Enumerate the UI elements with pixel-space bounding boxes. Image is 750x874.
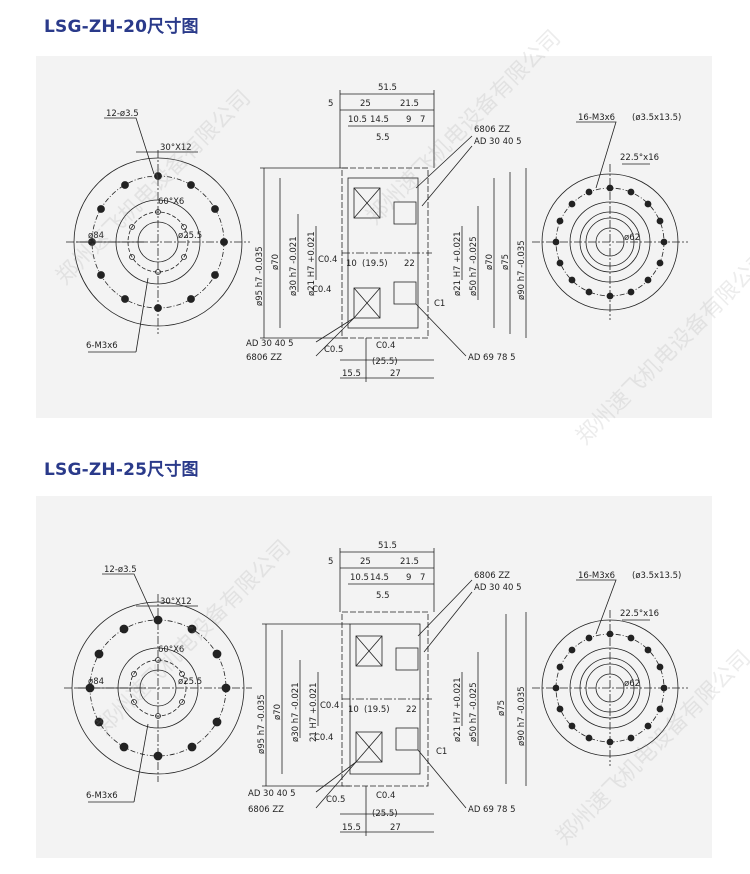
inner-c1: C1 [434, 299, 445, 309]
inner-19-5: (19.5) [362, 259, 388, 269]
dim-right-d75: ø75 [501, 254, 511, 270]
callout-6806zz-top: 6806 ZZ [474, 571, 510, 581]
inner-c04-a: C0.4 [320, 701, 339, 711]
callout-ad-30-40-5-top: AD 30 40 5 [474, 583, 522, 593]
callout-ad-69-78-5: AD 69 78 5 [468, 353, 516, 363]
dim-top-25: 25 [360, 99, 371, 109]
dim-bottom-15-5: 15.5 [342, 823, 361, 833]
inner-25-5: (25.5) [372, 809, 398, 819]
label-d255: ø25.5 [178, 231, 202, 241]
inner-c04-c: C0.4 [376, 791, 395, 801]
callout-ad-30-40-5-top: AD 30 40 5 [474, 137, 522, 147]
label-angle-22-5: 22.5°x16 [620, 609, 659, 619]
dim-top-10-5: 10.5 [348, 115, 367, 125]
inner-c04-c: C0.4 [376, 341, 395, 351]
label-angle-30: 30°X12 [160, 143, 192, 153]
dim-top-5-5: 5.5 [376, 133, 390, 143]
dim-left-d30: ø30 h7 -0.021 [289, 236, 299, 296]
section-title-1: LSG-ZH-20尺寸图 [44, 17, 199, 37]
dim-left-d21: 21 H7 +0.021 [309, 683, 319, 742]
dim-left-d30: ø30 h7 -0.021 [291, 682, 301, 742]
dim-right-d75: ø75 [497, 700, 507, 716]
inner-c05: C0.5 [324, 345, 343, 355]
dim-top-9: 9 [406, 115, 411, 125]
dim-right-d21: ø21 H7 +0.021 [453, 677, 463, 742]
inner-c04-a: C0.4 [318, 255, 337, 265]
dim-bottom-15-5: 15.5 [342, 369, 361, 379]
inner-19-5: (19.5) [364, 705, 390, 715]
callout-6806zz-top: 6806 ZZ [474, 125, 510, 135]
dim-right-d90: ø90 h7 -0.035 [517, 240, 527, 300]
dim-left-d95: ø95 h7 -0.035 [257, 694, 267, 754]
inner-10: 10 [348, 705, 359, 715]
label-holes-12: 12-ø3.5 [104, 565, 137, 575]
dim-bottom-27: 27 [390, 823, 401, 833]
inner-c1: C1 [436, 747, 447, 757]
label-holes-16: 16-M3x6 [578, 113, 615, 123]
dim-right-d90: ø90 h7 -0.035 [517, 686, 527, 746]
dim-right-d21: ø21 H7 +0.021 [453, 231, 463, 296]
dim-top-21-5: 21.5 [400, 557, 419, 567]
label-d255: ø25.5 [178, 677, 202, 687]
technical-drawing-2: 12-ø3.5 30°X12 60°X6 ø84 ø25.5 6-M3x6 51… [64, 541, 688, 836]
inner-22: 22 [404, 259, 415, 269]
dim-left-d70: ø70 [271, 254, 281, 270]
inner-25-5: (25.5) [372, 357, 398, 367]
dim-top-7: 7 [420, 115, 425, 125]
label-d84: ø84 [88, 677, 104, 687]
dim-top-51-5: 51.5 [378, 83, 397, 93]
dim-top-7: 7 [420, 573, 425, 583]
dim-top-21-5: 21.5 [400, 99, 419, 109]
technical-drawing-1: 12-ø3.5 30°X12 60°X6 ø84 ø25.5 6-M3x6 51… [66, 83, 688, 382]
callout-6806zz-bottom: 6806 ZZ [246, 353, 282, 363]
label-d62: ø62 [624, 679, 640, 689]
label-d62: ø62 [624, 233, 640, 243]
label-angle-22-5: 22.5°x16 [620, 153, 659, 163]
callout-ad-30-40-5-bottom: AD 30 40 5 [248, 789, 296, 799]
dim-top-25: 25 [360, 557, 371, 567]
label-depth: (ø3.5x13.5) [632, 113, 681, 123]
section-title-2: LSG-ZH-25尺寸图 [44, 460, 199, 480]
dim-left-d70: ø70 [273, 704, 283, 720]
dim-top-5: 5 [328, 557, 333, 567]
dim-right-d50: ø50 h7 -0.025 [469, 682, 479, 742]
label-angle-30: 30°X12 [160, 597, 192, 607]
dim-left-d95: ø95 h7 -0.035 [255, 246, 265, 306]
label-angle-60: 60°X6 [158, 645, 184, 655]
dim-top-5-5: 5.5 [376, 591, 390, 601]
label-angle-60: 60°X6 [158, 197, 184, 207]
label-depth: (ø3.5x13.5) [632, 571, 681, 581]
dim-right-d70: ø70 [485, 254, 495, 270]
callout-ad-69-78-5: AD 69 78 5 [468, 805, 516, 815]
label-holes-12: 12-ø3.5 [106, 109, 139, 119]
dim-bottom-27: 27 [390, 369, 401, 379]
dim-top-14-5: 14.5 [370, 115, 389, 125]
drawing-panel-2: 12-ø3.5 30°X12 60°X6 ø84 ø25.5 6-M3x6 51… [36, 496, 712, 858]
dim-top-10-5: 10.5 [350, 573, 369, 583]
drawing-panel-1: 12-ø3.5 30°X12 60°X6 ø84 ø25.5 6-M3x6 51… [36, 56, 712, 418]
label-thread-6: 6-M3x6 [86, 341, 118, 351]
inner-c04-b: C0.4 [314, 733, 333, 743]
dim-right-d50: ø50 h7 -0.025 [469, 236, 479, 296]
inner-10: 10 [346, 259, 357, 269]
dim-left-d21: ø21 H7 +0.021 [307, 231, 317, 296]
inner-c04-b: C0.4 [312, 285, 331, 295]
inner-c05: C0.5 [326, 795, 345, 805]
label-thread-6: 6-M3x6 [86, 791, 118, 801]
dim-top-14-5: 14.5 [370, 573, 389, 583]
dim-top-5: 5 [328, 99, 333, 109]
inner-22: 22 [406, 705, 417, 715]
label-holes-16: 16-M3x6 [578, 571, 615, 581]
dim-top-9: 9 [406, 573, 411, 583]
dim-top-51-5: 51.5 [378, 541, 397, 551]
label-d84: ø84 [88, 231, 104, 241]
callout-ad-30-40-5-bottom: AD 30 40 5 [246, 339, 294, 349]
callout-6806zz-bottom: 6806 ZZ [248, 805, 284, 815]
